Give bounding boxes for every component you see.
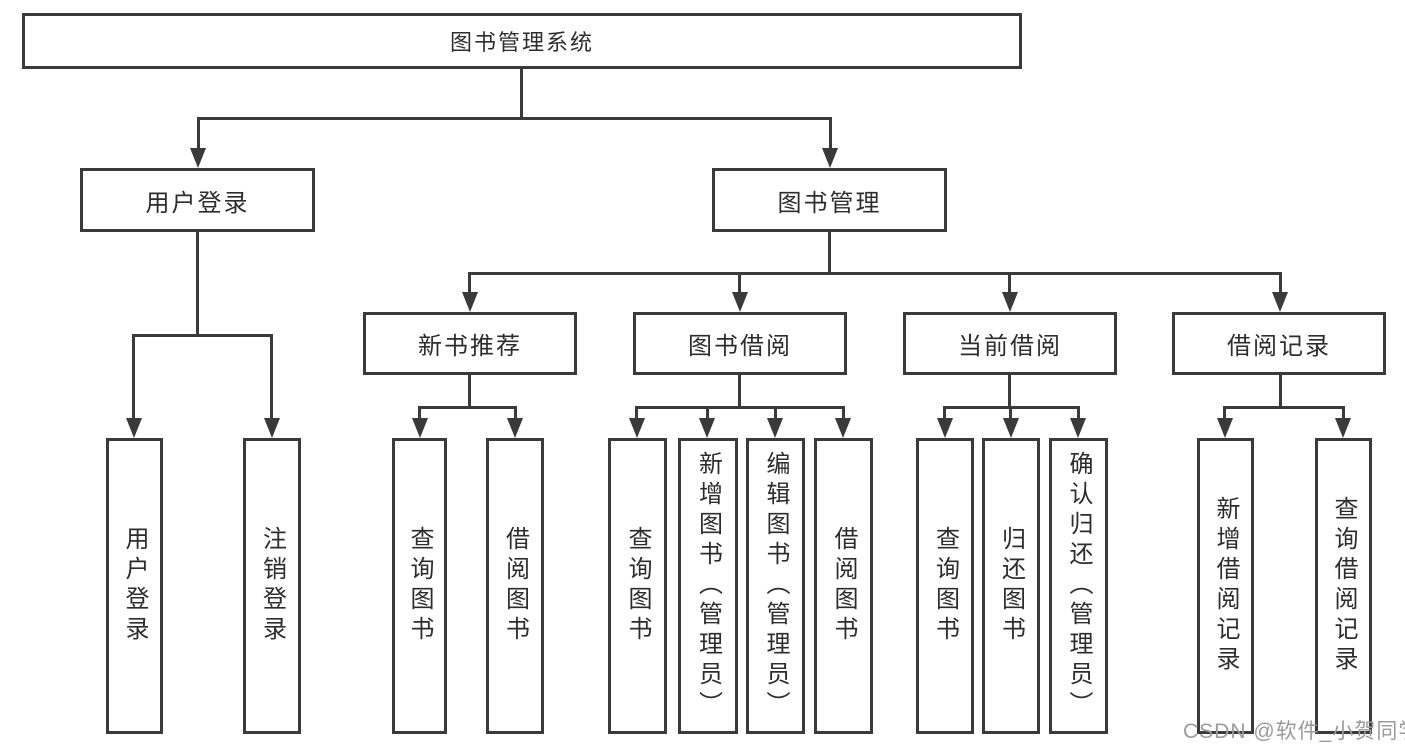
connector-arrowhead [1070,418,1086,438]
connector-vline [468,375,471,409]
leaf-logout-login: 注销登录 [243,438,301,734]
leaf-query-borrow-record: 查询借阅记录 [1315,438,1372,734]
connector-vline [1008,272,1011,296]
connector-arrowhead [264,418,280,438]
leaf-query-book-1: 查询图书 [392,438,447,734]
connector-vline [1077,406,1080,422]
leaf-return-book: 归还图书 [982,438,1040,734]
leaf-confirm-return-admin: 确认归还（管理员） [1049,438,1108,734]
connector-arrowhead [835,418,851,438]
connector-vline [132,334,135,421]
connector-hline [197,117,832,120]
connector-hline [468,272,1282,275]
leaf-borrow-book-1: 借阅图书 [486,438,544,734]
connector-arrowhead [1217,418,1233,438]
connector-vline [1009,406,1012,422]
connector-arrowhead [767,418,783,438]
connector-arrowhead [462,292,478,312]
watermark: CSDN @软件_小贺同学 [1183,720,1405,743]
connector-vline [738,272,741,296]
connector-vline [196,232,199,337]
node-user-login: 用户登录 [80,168,315,232]
connector-arrowhead [1272,292,1288,312]
connector-vline [829,117,832,152]
connector-vline [1008,375,1011,409]
connector-arrowhead [822,148,838,168]
connector-vline [706,406,709,422]
connector-vline [774,406,777,422]
leaf-query-book-2: 查询图书 [608,438,667,734]
node-book-management: 图书管理 [712,168,947,232]
connector-arrowhead [629,418,645,438]
node-root: 图书管理系统 [22,13,1022,69]
leaf-user-login: 用户登录 [106,438,163,734]
connector-hline [635,406,845,409]
leaf-query-book-3: 查询图书 [916,438,974,734]
connector-vline [270,334,273,421]
connector-arrowhead [732,292,748,312]
leaf-borrow-book-2: 借阅图书 [814,438,873,734]
connector-vline [1279,272,1282,296]
connector-vline [635,406,638,422]
node-current-borrow: 当前借阅 [903,312,1117,375]
leaf-add-borrow-record: 新增借阅记录 [1197,438,1254,734]
node-book-borrow: 图书借阅 [633,312,847,375]
connector-arrowhead [412,418,428,438]
leaf-add-book-admin: 新增图书（管理员） [678,438,738,734]
connector-arrowhead [1003,418,1019,438]
connector-arrowhead [1002,292,1018,312]
connector-vline [1342,406,1345,422]
connector-arrowhead [937,418,953,438]
connector-vline [842,406,845,422]
connector-hline [132,334,273,337]
connector-arrowhead [190,148,206,168]
connector-arrowhead [699,418,715,438]
node-borrow-records: 借阅记录 [1172,312,1386,375]
connector-vline [738,375,741,409]
connector-vline [828,232,831,275]
connector-arrowhead [126,418,142,438]
connector-arrowhead [1335,418,1351,438]
connector-hline [1223,406,1345,409]
connector-arrowhead [507,418,523,438]
connector-vline [468,272,471,296]
connector-vline [943,406,946,422]
connector-vline [418,406,421,422]
connector-vline [197,117,200,152]
leaf-edit-book-admin: 编辑图书（管理员） [746,438,805,734]
connector-vline [1223,406,1226,422]
connector-vline [520,68,523,120]
connector-hline [418,406,517,409]
connector-vline [1279,375,1282,409]
connector-vline [514,406,517,422]
node-new-book-recommend: 新书推荐 [363,312,577,375]
